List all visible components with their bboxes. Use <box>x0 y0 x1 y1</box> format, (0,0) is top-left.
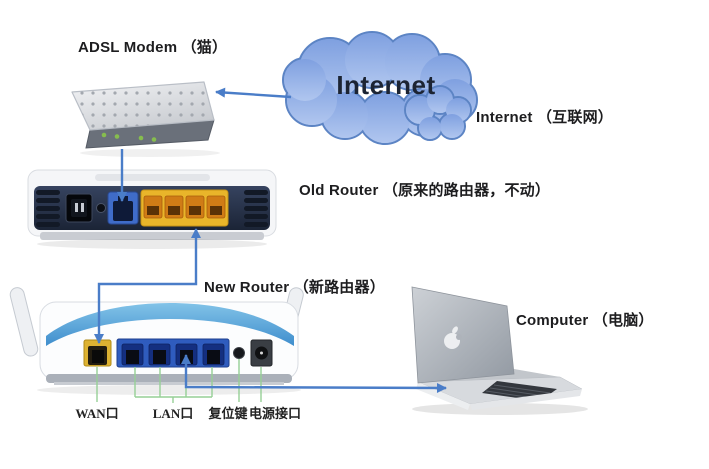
adsl-modem-device <box>71 81 220 157</box>
label-internet-caption: Internet （互联网） <box>476 109 613 126</box>
label-wan-port: WAN口 <box>75 406 119 421</box>
label-old-router: Old Router （原来的路由器，不动） <box>299 182 551 199</box>
modem-led-lights <box>101 132 157 142</box>
old-router-device <box>27 169 277 249</box>
old-router-reset-button <box>96 203 106 213</box>
cable-old-router-to-new-router <box>94 228 201 344</box>
cable-new-router-to-computer <box>181 354 447 393</box>
label-internet-cloud: Internet <box>336 70 436 100</box>
cable-internet-to-modem <box>215 87 292 99</box>
new-router-power-port <box>250 339 273 367</box>
label-new-router: New Router （新路由器） <box>204 279 385 296</box>
label-power-port: 电源接口 <box>248 406 301 421</box>
old-router-power-port <box>65 193 93 223</box>
new-router-wan-port <box>83 339 112 367</box>
callout-lan-bracket <box>134 367 213 403</box>
old-router-lan-ports <box>140 189 229 227</box>
laptop-device <box>411 286 588 415</box>
old-router-side-vents <box>36 190 268 227</box>
label-reset-button: 复位键 <box>208 406 248 421</box>
apple-logo <box>444 326 462 349</box>
label-lan-port: LAN口 <box>152 406 194 421</box>
old-router-brand-area <box>95 174 210 181</box>
old-router-wan-port <box>107 191 139 225</box>
new-router-lan-ports <box>116 338 230 368</box>
antenna-left <box>9 287 39 357</box>
new-router-reset-button <box>233 347 245 359</box>
laptop-lid <box>411 286 515 384</box>
label-adsl-modem: ADSL Modem （猫） <box>78 39 228 56</box>
internet-cloud <box>282 31 478 145</box>
label-computer: Computer （电脑） <box>516 312 654 329</box>
small-cloud <box>404 85 472 141</box>
